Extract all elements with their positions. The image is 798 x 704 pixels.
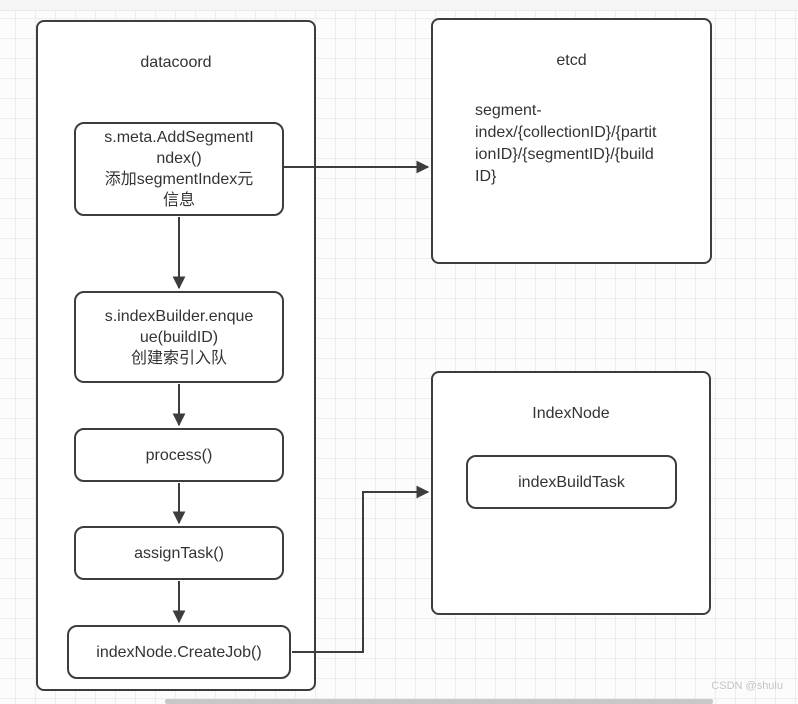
step-assign-task-box: assignTask(): [74, 526, 284, 580]
step-note: 添加segmentIndex元信息: [104, 171, 254, 209]
step-add-segment-index-box: s.meta.AddSegmentIndex() 添加segmentIndex元…: [74, 122, 284, 216]
datacoord-title: datacoord: [140, 54, 212, 71]
step-code: process(): [145, 446, 213, 464]
step-note: 创建索引入队: [130, 349, 227, 367]
index-build-task-label: indexBuildTask: [518, 473, 625, 491]
etcd-title: etcd: [556, 52, 587, 69]
step-code: s.meta.AddSegmentIndex(): [104, 129, 254, 167]
step-create-job-box: indexNode.CreateJob(): [67, 625, 291, 679]
horizontal-scrollbar[interactable]: [165, 699, 713, 704]
step-enqueue-box: s.indexBuilder.enqueue(buildID) 创建索引入队: [74, 291, 284, 383]
step-process-box: process(): [74, 428, 284, 482]
step-code: indexNode.CreateJob(): [96, 643, 262, 661]
indexnode-title: IndexNode: [532, 405, 610, 422]
top-edge-strip: [0, 0, 798, 11]
etcd-container: etcd segment-index/{collectionID}/{parti…: [431, 18, 712, 264]
step-code: s.indexBuilder.enqueue(buildID): [104, 307, 254, 346]
step-code: assignTask(): [134, 544, 224, 562]
watermark: CSDN @shulu: [711, 680, 783, 692]
index-build-task-box: indexBuildTask: [466, 455, 677, 509]
etcd-key-path: segment-index/{collectionID}/{partitionI…: [475, 102, 657, 185]
